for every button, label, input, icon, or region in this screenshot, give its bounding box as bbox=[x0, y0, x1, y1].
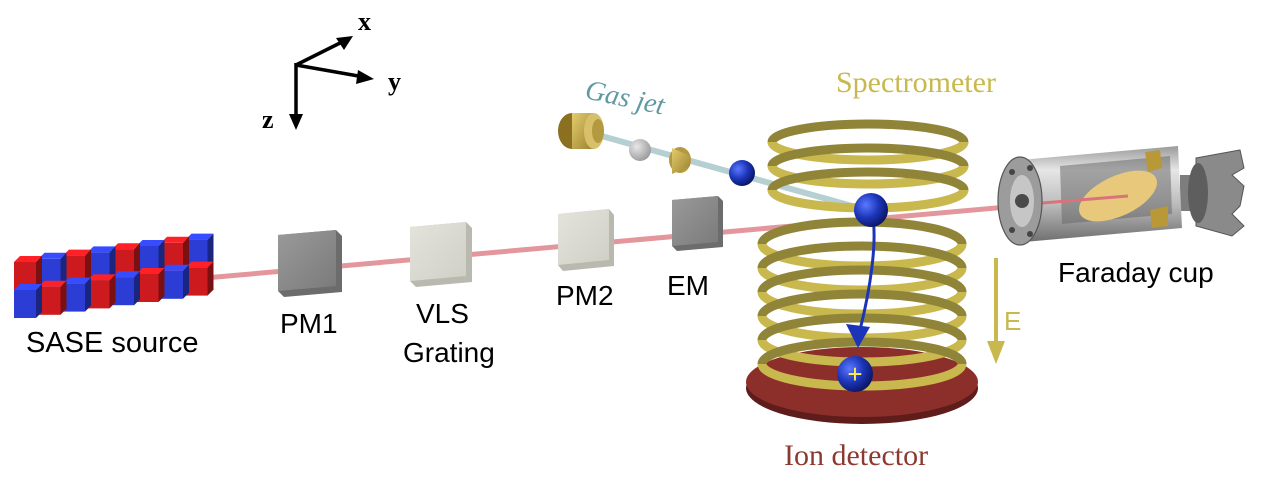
field-arrowhead bbox=[987, 341, 1005, 364]
gas-jet: Gas jet bbox=[558, 75, 871, 214]
spectrometer-coil-ring bbox=[767, 143, 969, 189]
vls-grating bbox=[410, 222, 472, 287]
undulator-magnet-block bbox=[38, 280, 67, 315]
undulator-magnet-block bbox=[14, 284, 42, 318]
gas-jet-grey-sphere bbox=[629, 139, 651, 161]
photon-beam bbox=[204, 194, 1121, 281]
target-sphere bbox=[854, 193, 888, 227]
spectrometer-label: Spectrometer bbox=[836, 66, 996, 99]
ion-sphere bbox=[837, 356, 873, 392]
undulator-magnet-block bbox=[136, 268, 165, 302]
pm1-mirror bbox=[278, 230, 342, 297]
undulator-magnet-block bbox=[112, 271, 140, 306]
undulator-magnet-block bbox=[87, 274, 116, 309]
sase-undulator bbox=[14, 233, 214, 318]
undulator-magnet-block bbox=[161, 236, 189, 271]
vls-label: VLS bbox=[416, 298, 469, 329]
em-mirror bbox=[672, 196, 723, 251]
coordinate-axes: x y z bbox=[262, 7, 401, 134]
spectrometer-coil-ring bbox=[767, 119, 969, 165]
gas-jet-nozzle bbox=[558, 113, 604, 149]
gas-jet-line bbox=[579, 127, 871, 214]
undulator-magnet-block bbox=[136, 240, 165, 274]
z-arrowhead bbox=[289, 114, 303, 130]
gas-jet-skimmer bbox=[669, 147, 691, 174]
pm2-mirror bbox=[558, 209, 614, 271]
undulator-magnet-block bbox=[112, 243, 140, 278]
sase-source-label: SASE source bbox=[26, 327, 198, 359]
grating-label: Grating bbox=[403, 337, 495, 368]
z-axis-label: z bbox=[262, 105, 274, 134]
y-axis-label: y bbox=[388, 67, 401, 96]
ion-detector-label: Ion detector bbox=[784, 439, 928, 472]
pm2-label: PM2 bbox=[556, 280, 614, 311]
undulator-magnet-block bbox=[63, 249, 91, 284]
y-axis-arrow bbox=[295, 63, 365, 79]
y-arrowhead bbox=[356, 70, 374, 84]
x-arrowhead bbox=[336, 36, 353, 50]
undulator-magnet-block bbox=[38, 252, 67, 287]
ion-trajectory: + bbox=[837, 193, 888, 392]
pm1-label: PM1 bbox=[280, 308, 338, 339]
faraday-cup bbox=[997, 146, 1245, 246]
field-label: E bbox=[1004, 306, 1021, 336]
gas-jet-blue-sphere bbox=[729, 160, 755, 186]
beam-line bbox=[204, 194, 1121, 281]
ion-charge-label: + bbox=[847, 359, 862, 389]
undulator-magnet-block bbox=[161, 264, 189, 299]
electric-field: E bbox=[987, 258, 1021, 364]
faraday-cup-label: Faraday cup bbox=[1058, 257, 1214, 288]
undulator-magnet-block bbox=[14, 256, 42, 290]
em-label: EM bbox=[667, 270, 709, 301]
ion-path-arrowhead bbox=[846, 324, 870, 348]
undulator-magnet-block bbox=[185, 233, 214, 268]
x-axis-label: x bbox=[358, 7, 371, 36]
spectrometer-upper-coils bbox=[767, 119, 969, 213]
undulator-magnet-block bbox=[185, 261, 214, 296]
undulator-magnet-block bbox=[63, 277, 91, 312]
x-axis-arrow bbox=[295, 38, 347, 67]
undulator-magnet-block bbox=[87, 246, 116, 281]
